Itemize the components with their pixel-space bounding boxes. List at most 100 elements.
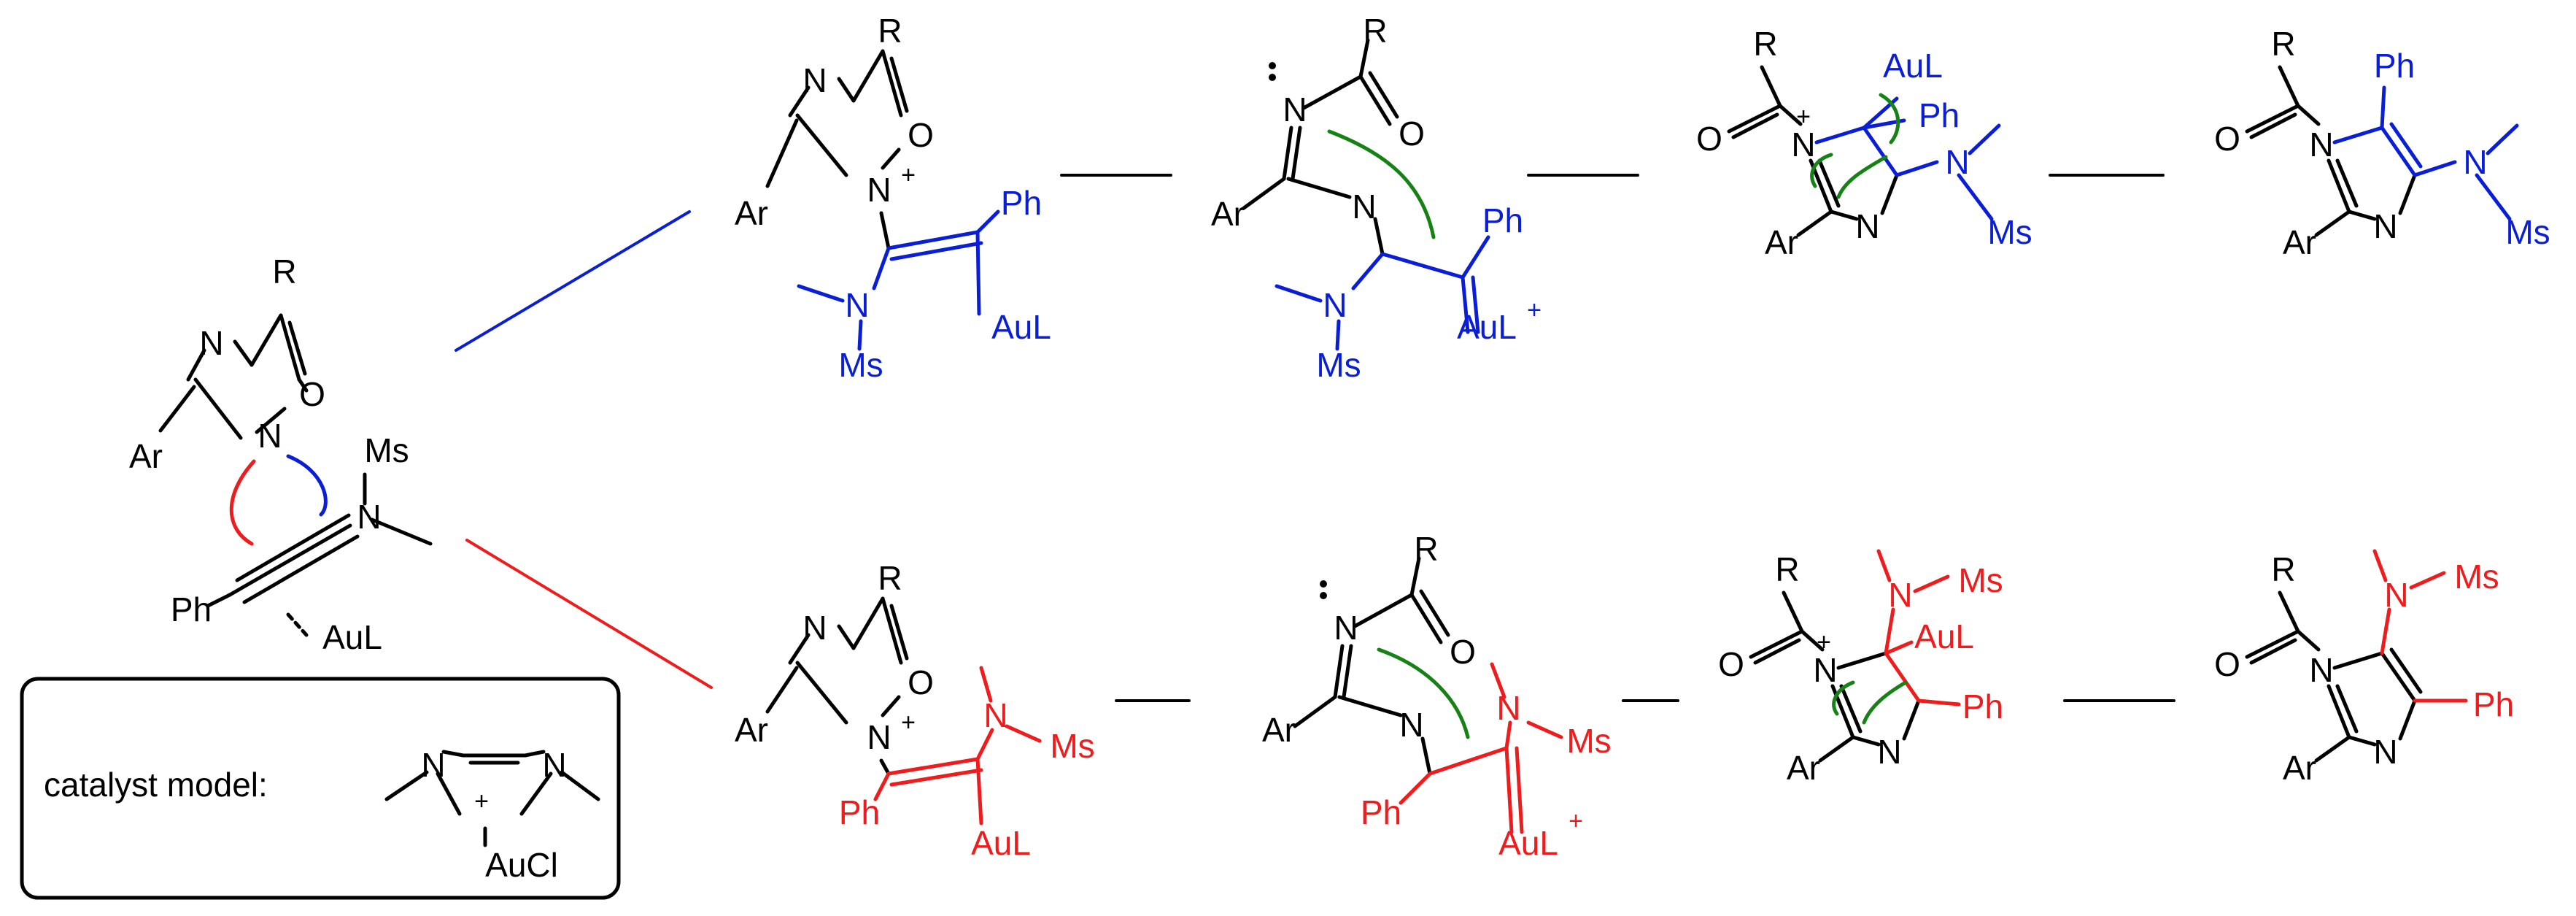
- li3-green-arrow-1: [1832, 680, 1855, 716]
- up-O: O: [2214, 120, 2240, 158]
- li2-R: R: [1414, 530, 1438, 568]
- upper-intermediate-1: R N O N + Ar Ph N Ms AuL: [735, 12, 1051, 384]
- ui2-Ph: Ph: [1482, 201, 1523, 239]
- ui1-O: O: [908, 116, 934, 154]
- li3-Ph: Ph: [1962, 688, 2003, 726]
- ui3-N3: N: [1945, 143, 1969, 181]
- li3-R: R: [1775, 550, 1799, 588]
- ui2-O: O: [1399, 115, 1425, 153]
- li2-N: N: [1334, 609, 1358, 647]
- li3-Ar: Ar: [1787, 749, 1820, 787]
- lower-intermediate-3: R O N + Ar N N Ms AuL Ph: [1718, 549, 2003, 787]
- ui2-Ms: Ms: [1316, 346, 1361, 384]
- up-Ar: Ar: [2283, 223, 2316, 261]
- sm-Ar: Ar: [129, 437, 163, 475]
- li2-green-arrow: [1377, 647, 1470, 739]
- sm-AuL: AuL: [322, 618, 382, 656]
- ui2-N3: N: [1323, 286, 1347, 324]
- up-N2: N: [2373, 207, 2397, 245]
- li2-AuL: AuL: [1498, 824, 1558, 862]
- ui2-R: R: [1363, 12, 1387, 50]
- ui1-Ph: Ph: [1001, 184, 1042, 222]
- lower-intermediate-2: N R O Ar N Ph N Ms AuL +: [1262, 530, 1612, 862]
- ui2-plus: +: [1527, 296, 1542, 324]
- lp-N3: N: [2384, 576, 2408, 614]
- li1-plus: +: [901, 709, 916, 736]
- li1-O: O: [908, 663, 934, 701]
- ui1-N3: N: [845, 286, 869, 324]
- ui3-Ms: Ms: [1987, 213, 2032, 251]
- ui3-AuL: AuL: [1883, 47, 1943, 85]
- sm-N3: N: [357, 498, 381, 536]
- ui3-green-arrow-2: [1836, 155, 1888, 199]
- ui3-O: O: [1696, 120, 1722, 158]
- li1-N3: N: [983, 696, 1007, 734]
- ui3-Ph: Ph: [1919, 96, 1960, 134]
- up-N3: N: [2463, 143, 2487, 181]
- li2-Ar: Ar: [1262, 711, 1296, 749]
- li1-Ph: Ph: [839, 793, 880, 831]
- ui1-Ar: Ar: [735, 194, 768, 232]
- up-N: N: [2309, 126, 2333, 163]
- li2-Ph: Ph: [1361, 793, 1401, 831]
- catalyst-label: catalyst model:: [44, 766, 268, 804]
- li3-green-arrow-2: [1862, 680, 1908, 725]
- lp-R: R: [2271, 550, 2295, 588]
- li3-N: N: [1813, 651, 1837, 689]
- li3-plus: +: [1817, 628, 1831, 656]
- up-R: R: [2271, 25, 2295, 63]
- ui2-N2: N: [1352, 188, 1376, 226]
- li3-O: O: [1718, 645, 1744, 683]
- up-Ph: Ph: [2374, 47, 2415, 85]
- li1-N: N: [802, 609, 827, 647]
- blue-curved-arrow: [286, 454, 328, 517]
- li1-AuL: AuL: [971, 824, 1031, 862]
- upper-intermediate-3: R O N + Ar N AuL Ph N Ms: [1696, 25, 2032, 261]
- lp-Ar: Ar: [2283, 749, 2316, 787]
- lower-intermediate-1: R N O N + Ar Ph N Ms AuL: [735, 559, 1095, 862]
- ui1-AuL: AuL: [991, 308, 1051, 346]
- li2-N3: N: [1496, 689, 1520, 727]
- ui2-AuL: AuL: [1457, 308, 1517, 346]
- li3-N3: N: [1888, 576, 1912, 614]
- lp-N2: N: [2373, 733, 2397, 771]
- ui3-green-arrow-3: [1879, 93, 1900, 145]
- ui1-R: R: [878, 12, 902, 50]
- catalyst-model-box: catalyst model: N N + AuCl: [20, 677, 621, 900]
- cat-AuCl: AuCl: [485, 846, 558, 884]
- li2-O: O: [1450, 633, 1476, 671]
- lp-Ph: Ph: [2473, 685, 2514, 723]
- cat-N2: N: [542, 746, 566, 784]
- ui3-Ar: Ar: [1765, 223, 1798, 261]
- lower-pathway-arrow: [465, 539, 713, 689]
- ui2-N: N: [1283, 91, 1307, 128]
- up-Ms: Ms: [2505, 213, 2550, 251]
- sm-O: O: [299, 375, 325, 413]
- ui2-green-arrow: [1327, 129, 1436, 239]
- sm-Ph: Ph: [171, 590, 212, 628]
- li1-N2: N: [867, 718, 891, 756]
- lower-product: R O N Ar N N Ms Ph: [2214, 549, 2514, 787]
- starting-material: R N O N Ar Ms N Ph AuL: [129, 253, 433, 656]
- sm-N2: N: [258, 417, 282, 455]
- ui1-plus: +: [901, 161, 916, 189]
- sm-Ms: Ms: [364, 431, 409, 469]
- upper-product: R O N Ar N Ph N Ms: [2214, 25, 2550, 261]
- li1-R: R: [878, 559, 902, 597]
- lp-Ms: Ms: [2454, 558, 2499, 596]
- ui1-N: N: [802, 61, 827, 99]
- upper-intermediate-2: N R O Ar N Ph N Ms AuL +: [1211, 12, 1542, 384]
- red-curved-arrow: [229, 459, 256, 546]
- li2-N2: N: [1399, 706, 1423, 744]
- li2-plus: +: [1569, 807, 1583, 835]
- li1-Ms: Ms: [1050, 727, 1094, 765]
- li3-N2: N: [1877, 733, 1901, 771]
- sm-N: N: [199, 324, 223, 362]
- ui3-plus: +: [1796, 103, 1811, 131]
- li3-AuL: AuL: [1914, 617, 1974, 655]
- li2-Ms: Ms: [1566, 722, 1611, 760]
- ui3-N: N: [1791, 126, 1815, 163]
- li3-Ms: Ms: [1958, 561, 2003, 599]
- ui3-N2: N: [1855, 207, 1879, 245]
